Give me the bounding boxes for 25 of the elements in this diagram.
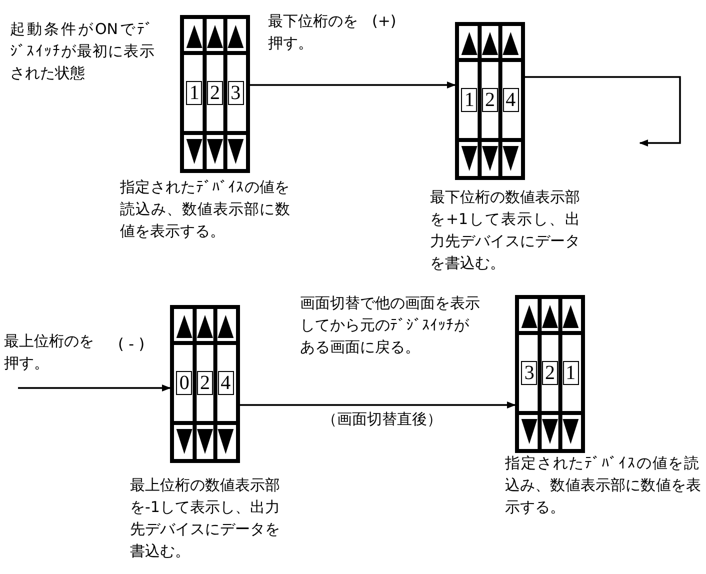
- digit-display: 3: [228, 81, 244, 105]
- digit-display: 4: [218, 371, 234, 395]
- digital-switch-panel: [180, 15, 250, 173]
- description-text: 起動条件がONでﾃﾞｼﾞｽｲｯﾁが最初に表示された状態: [10, 19, 155, 84]
- digit-display: 2: [207, 81, 223, 105]
- arrow: [525, 76, 681, 147]
- description-text: 指定されたﾃﾞﾊﾞｲｽの値を読込み、数値表示部に数値を表示する。: [505, 453, 701, 518]
- digital-switch-panel: [515, 295, 585, 453]
- digital-switch-panel: [170, 305, 240, 463]
- arrow: [18, 384, 171, 392]
- description-text: 指定されたﾃﾞﾊﾞｲｽの値を読込み、数値表示部に数値を表示する。: [120, 177, 290, 242]
- description-text: 最下位桁の数値表示部を+1して表示し、出力先デバイスにデータを書込む。: [430, 187, 580, 274]
- arrow: [240, 401, 516, 409]
- digit-display: 2: [542, 361, 558, 385]
- digit-display: 1: [186, 81, 202, 105]
- digit-display: 1: [562, 361, 579, 385]
- digit-display: 1: [461, 88, 478, 112]
- digit-display: 2: [482, 88, 498, 112]
- description-text: 最上位桁の数値表示部を-1して表示し、出力先デバイスにデータを書込む。: [130, 475, 280, 562]
- digit-display: 0: [176, 371, 192, 395]
- digit-display: 2: [197, 371, 213, 395]
- digit-display: 3: [521, 361, 538, 385]
- arrow: [250, 81, 456, 89]
- digit-display: 4: [502, 88, 519, 112]
- digital-switch-panel: [455, 22, 525, 180]
